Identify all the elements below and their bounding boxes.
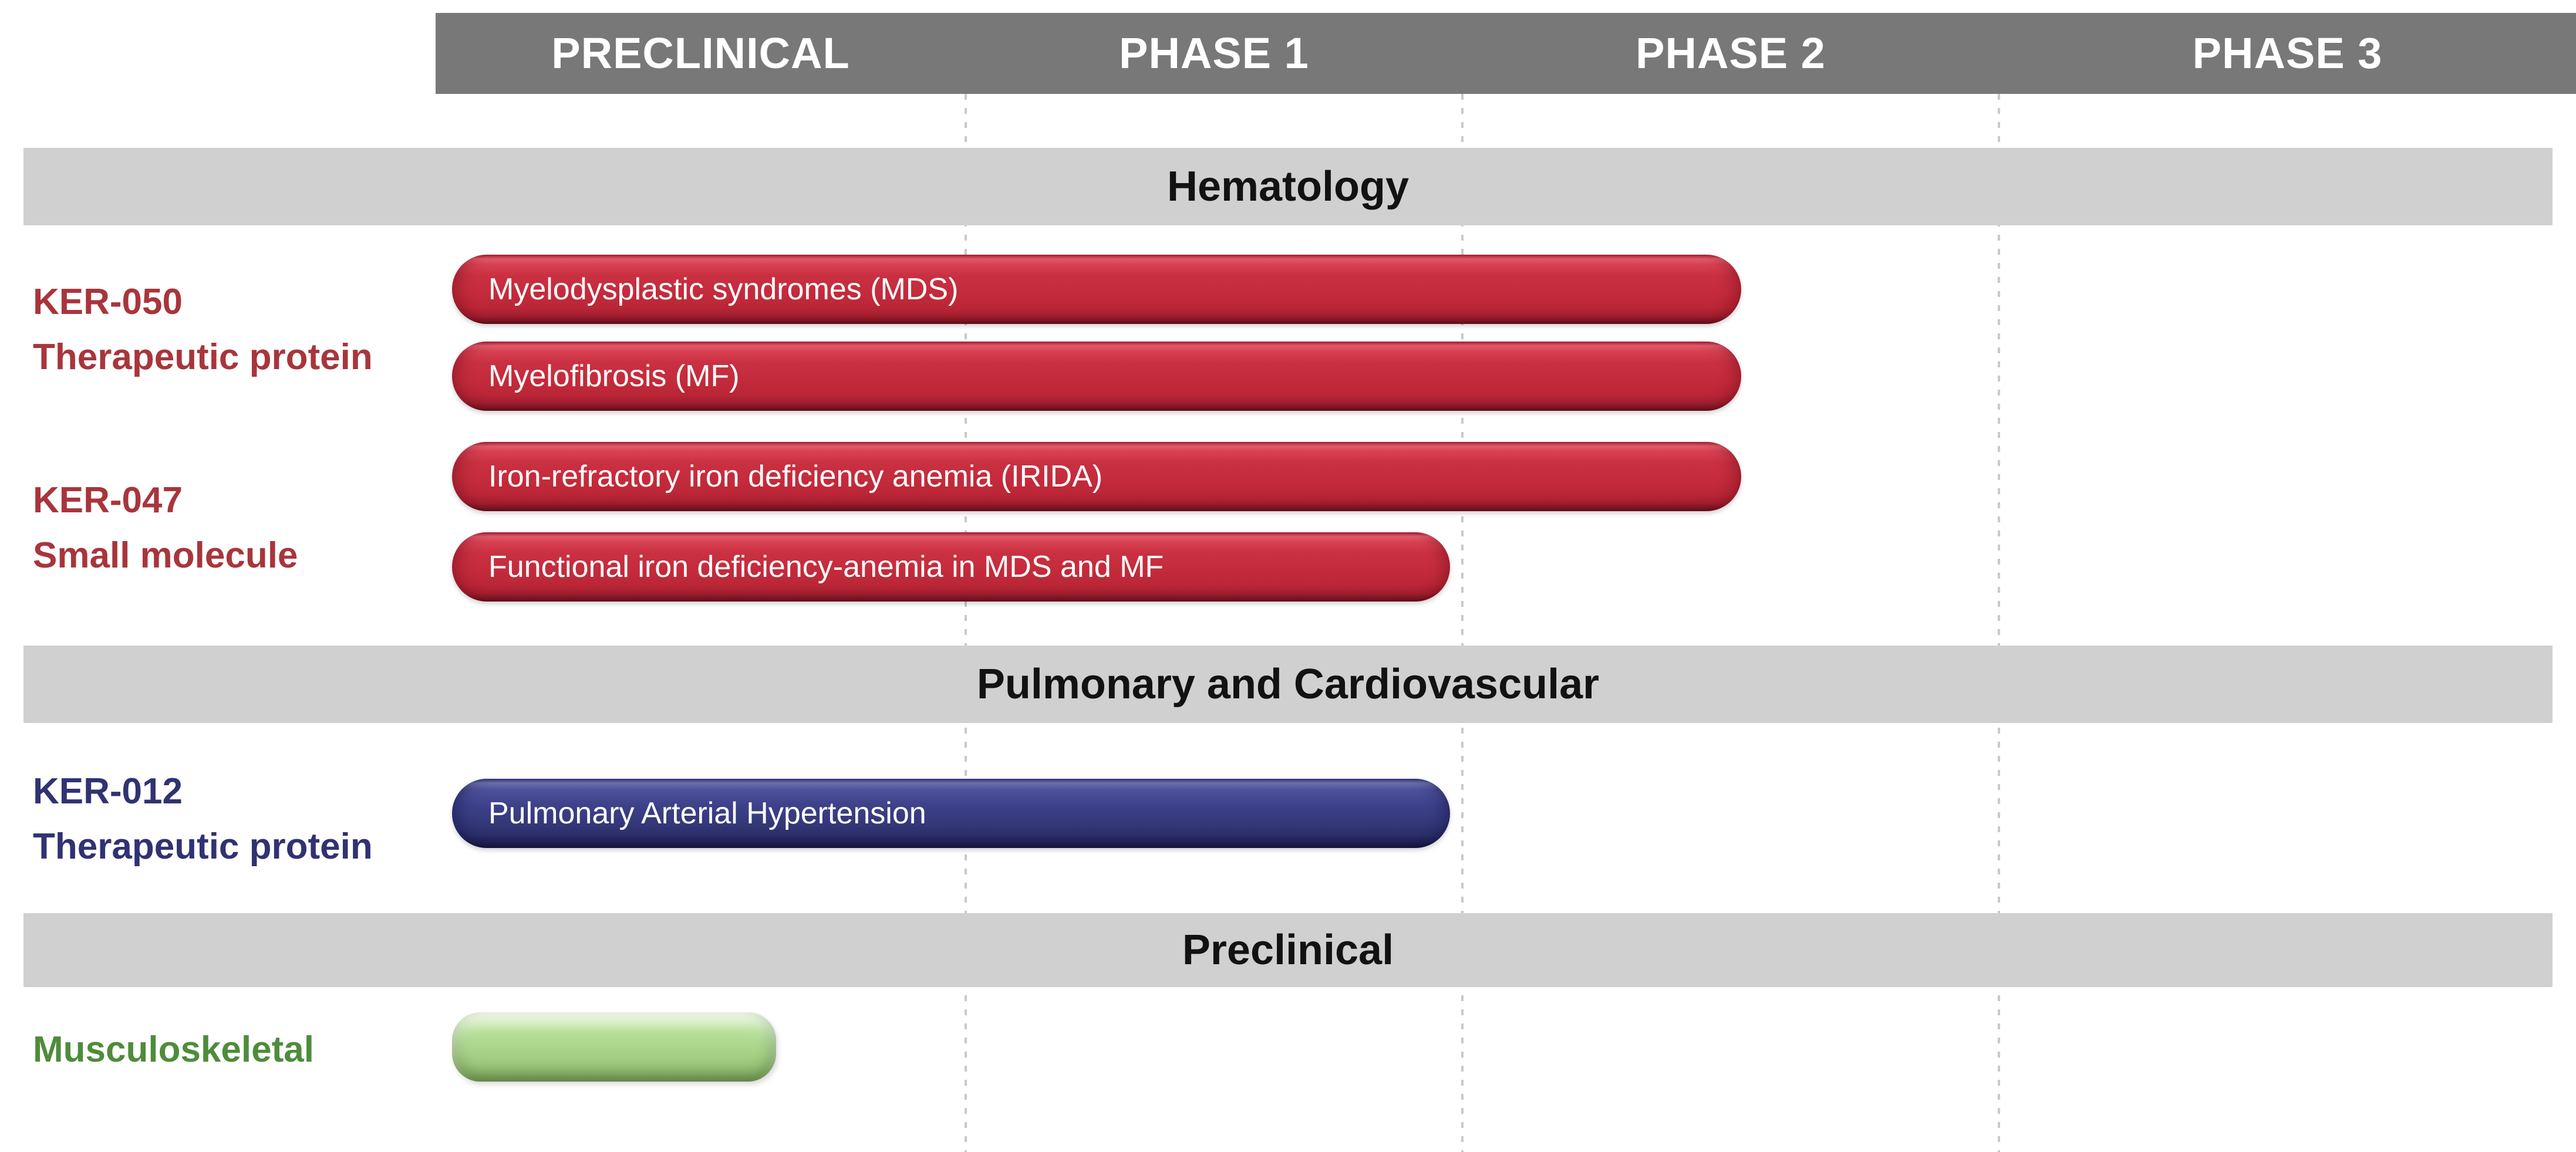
pipeline-bar-mds: Myelodysplastic syndromes (MDS) bbox=[452, 255, 1741, 324]
pipeline-bar-functional-iron-deficiency: Functional iron deficiency-anemia in MDS… bbox=[452, 532, 1450, 602]
program-name: KER-047 bbox=[33, 480, 183, 521]
section-band-preclinical: Preclinical bbox=[23, 913, 2553, 987]
phase-header: PRECLINICAL PHASE 1 PHASE 2 PHASE 3 bbox=[436, 13, 2576, 94]
bar-label: Pulmonary Arterial Hypertension bbox=[488, 796, 926, 830]
phase-header-phase3: PHASE 3 bbox=[2192, 29, 2383, 77]
bar-label: Iron-refractory iron deficiency anemia (… bbox=[488, 460, 1103, 494]
phase-header-preclinical: PRECLINICAL bbox=[551, 29, 850, 77]
section-band-hematology: Hematology bbox=[23, 148, 2553, 225]
pipeline-bar-musculoskeletal bbox=[452, 1012, 776, 1082]
section-band-pulmonary-cardiovascular: Pulmonary and Cardiovascular bbox=[23, 646, 2553, 723]
bar-label: Myelofibrosis (MF) bbox=[488, 359, 740, 393]
program-label-ker047: KER-047 Small molecule bbox=[33, 473, 444, 583]
program-name: KER-012 bbox=[33, 771, 183, 812]
program-name: KER-050 bbox=[33, 282, 183, 322]
program-modality: Small molecule bbox=[33, 535, 298, 576]
phase-header-phase2: PHASE 2 bbox=[1636, 29, 1826, 77]
program-label-ker012: KER-012 Therapeutic protein bbox=[33, 764, 444, 874]
phase-boundary-line-2 bbox=[1461, 94, 1464, 1152]
bar-label: Functional iron deficiency-anemia in MDS… bbox=[488, 550, 1164, 584]
pipeline-bar-irida: Iron-refractory iron deficiency anemia (… bbox=[452, 442, 1741, 511]
phase-boundary-line-3 bbox=[1998, 94, 2000, 1152]
bar-label: Myelodysplastic syndromes (MDS) bbox=[488, 272, 959, 306]
phase-boundary-line-1 bbox=[965, 94, 967, 1152]
phase-header-phase1: PHASE 1 bbox=[1119, 29, 1309, 77]
program-name: Musculoskeletal bbox=[33, 1029, 314, 1070]
program-label-musculoskeletal: Musculoskeletal bbox=[33, 1022, 444, 1077]
pipeline-bar-mf: Myelofibrosis (MF) bbox=[452, 342, 1741, 411]
program-label-ker050: KER-050 Therapeutic protein bbox=[33, 275, 444, 385]
program-modality: Therapeutic protein bbox=[33, 337, 373, 377]
pipeline-bar-pah: Pulmonary Arterial Hypertension bbox=[452, 779, 1450, 848]
program-modality: Therapeutic protein bbox=[33, 826, 373, 867]
